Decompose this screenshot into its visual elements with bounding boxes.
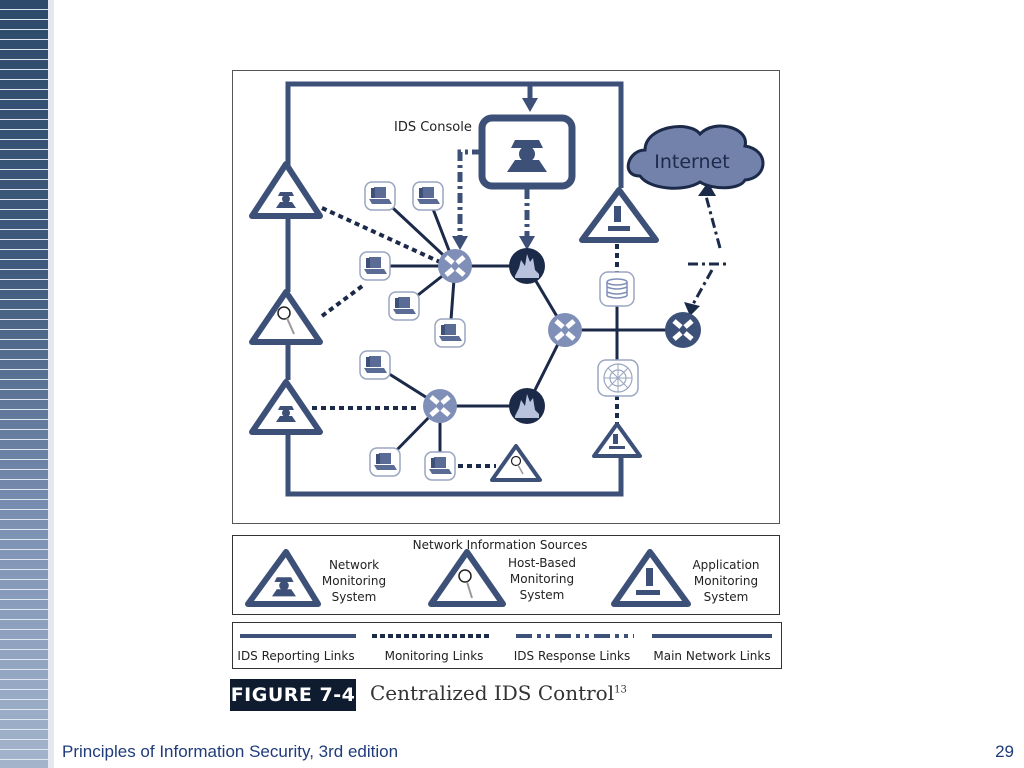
legend-response-label: IDS Response Links: [513, 649, 631, 663]
page-number: 29: [995, 742, 1014, 761]
console-arrow-icon: [522, 98, 538, 112]
label-line: Monitoring: [509, 572, 575, 586]
label-line: System: [331, 590, 377, 604]
workstation-icon: [388, 291, 420, 321]
footer-title: Principles of Information Security, 3rd …: [62, 742, 399, 761]
nms-triangle-bottom: [249, 379, 323, 435]
nms-triangle-top: [249, 161, 323, 219]
internet-label: Internet: [654, 151, 729, 173]
workstation-icon: [424, 451, 456, 481]
hms-triangle-small: [490, 444, 542, 482]
console-label: IDS Console: [394, 120, 472, 135]
ams-triangle-bottom: [592, 422, 642, 458]
ams-triangle-top: [579, 187, 659, 243]
firewall-icon: [509, 248, 545, 284]
router-icon: [548, 313, 582, 347]
figure-title-text: Centralized IDS Control: [370, 681, 615, 705]
workstation-icon: [359, 251, 391, 281]
edge-router-icon: [665, 312, 701, 348]
router-icon: [423, 389, 457, 423]
legend-sources-box: [232, 535, 780, 615]
database-icon: [599, 271, 635, 307]
label-line: Network: [328, 558, 380, 572]
sidebar-stripes: [0, 0, 48, 768]
workstation-icon: [412, 181, 444, 211]
workstation-icon: [359, 350, 391, 380]
response-arrow-icon: [519, 236, 535, 250]
legend-hms-icon: [428, 549, 506, 607]
label-line: System: [703, 590, 749, 604]
response-arrow-icon: [452, 236, 468, 250]
label-line: Monitoring: [693, 574, 759, 588]
ids-console: [478, 114, 576, 190]
router-icon: [438, 249, 472, 283]
firewall-icon: [509, 388, 545, 424]
legend-reporting-label: IDS Reporting Links: [237, 649, 355, 663]
label-line: System: [519, 588, 565, 602]
response-links: [457, 149, 530, 240]
label-line: Application: [692, 558, 760, 572]
legend-nms-icon: [245, 549, 321, 607]
workstation-icon: [434, 318, 466, 348]
legend-ams-icon: [611, 549, 691, 607]
figure-title: Centralized IDS Control13: [370, 681, 627, 705]
workstation-icon: [364, 181, 396, 211]
figure-badge: FIGURE 7-4: [230, 679, 356, 711]
label-line: Monitoring: [321, 574, 387, 588]
legend-ams-label: Application Monitoring System: [684, 557, 768, 605]
label-line: Host-Based: [507, 556, 577, 570]
hms-triangle-left: [249, 289, 323, 345]
internet-cloud: Internet: [626, 124, 765, 190]
legend-nms-label: Network Monitoring System: [316, 557, 392, 605]
web-server-icon: [597, 359, 639, 397]
legend-monitoring-label: Monitoring Links: [384, 649, 484, 663]
internet-response-link: [688, 195, 730, 307]
router-arrow-icon: [684, 302, 700, 316]
internet-arrow-icon: [698, 182, 716, 196]
legend-main-label: Main Network Links: [653, 649, 771, 663]
legend-hms-label: Host-Based Monitoring System: [500, 555, 584, 603]
figure-footnote: 13: [614, 684, 627, 696]
workstation-icon: [369, 447, 401, 477]
sidebar-edge: [48, 0, 54, 768]
legend-sources-title: Network Information Sources: [412, 538, 588, 552]
legend-links-box: [232, 622, 782, 669]
